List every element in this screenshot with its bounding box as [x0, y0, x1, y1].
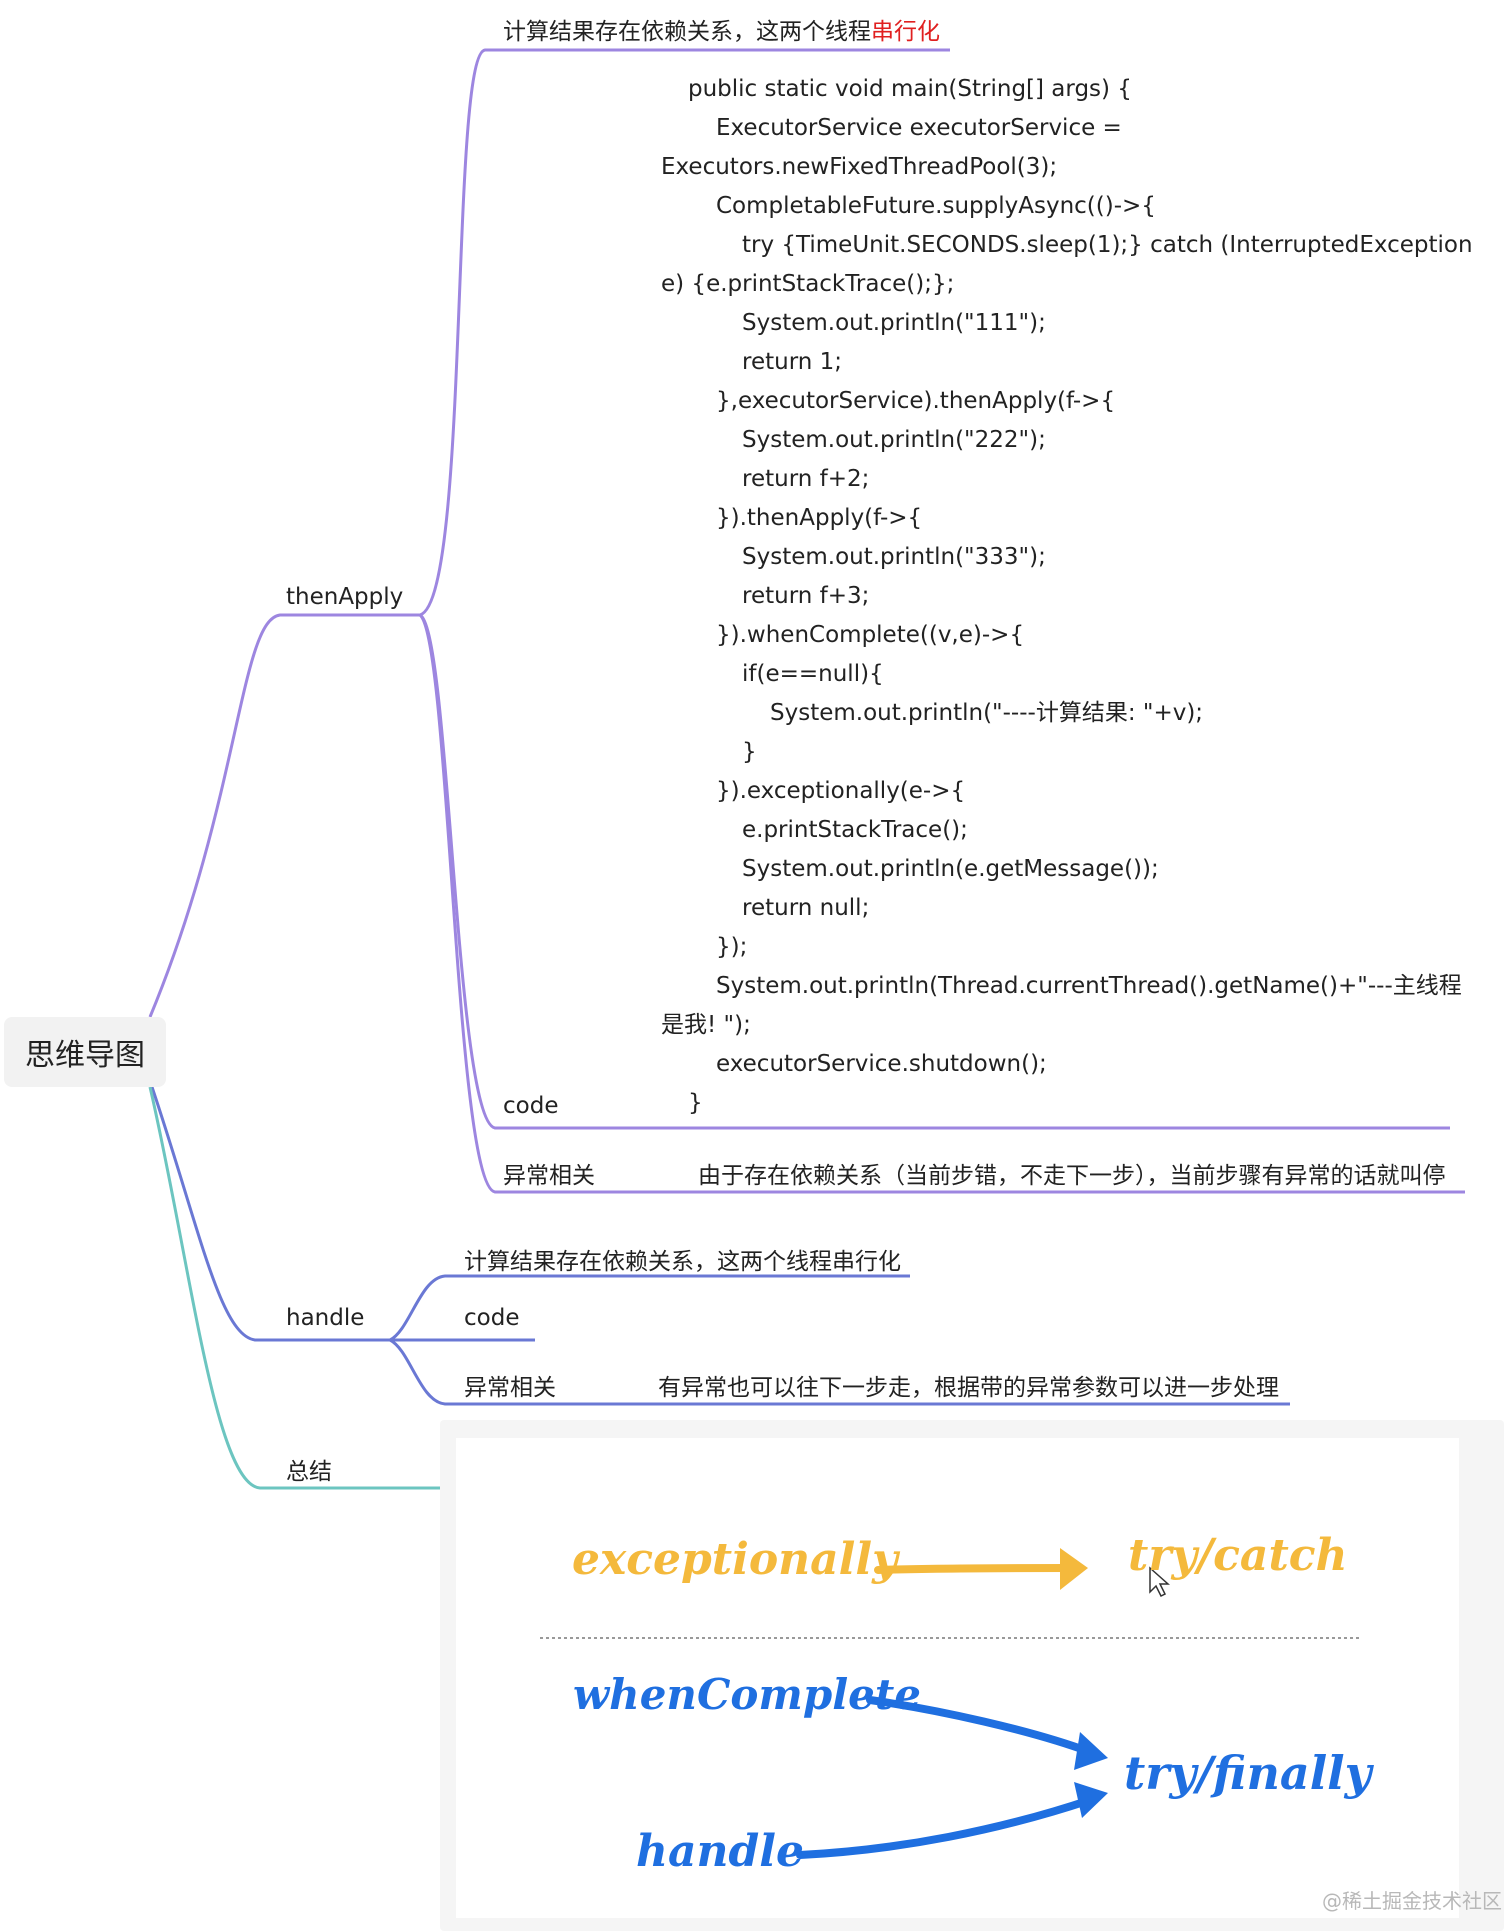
- edge-handle-calc: [389, 1274, 910, 1342]
- code-line: 是我! ");: [661, 1012, 751, 1038]
- edge-thenapply-exception: [418, 613, 1465, 1194]
- thenapply-calc-highlight: 串行化: [871, 19, 940, 45]
- code-line: }).whenComplete((v,e)->{: [716, 622, 1025, 648]
- code-line: }).exceptionally(e->{: [716, 778, 966, 804]
- node-thenapply-exception[interactable]: 异常相关: [503, 1163, 595, 1189]
- code-line: Executors.newFixedThreadPool(3);: [661, 154, 1058, 180]
- code-line: try {TimeUnit.SECONDS.sleep(1);} catch (…: [742, 232, 1473, 258]
- blue-arrow-whencomplete: [866, 1696, 1094, 1756]
- edge-handle-exception: [389, 1338, 1290, 1406]
- label-handle: handle: [636, 1826, 804, 1877]
- thenapply-exception-text: 由于存在依赖关系（当前步错，不走下一步），当前步骤有异常的话就叫停: [698, 1163, 1446, 1189]
- edge-root-handle: [150, 1086, 390, 1342]
- cursor-icon: [1149, 1566, 1170, 1598]
- code-line: },executorService).thenApply(f->{: [716, 388, 1116, 414]
- handle-calc-text[interactable]: 计算结果存在依赖关系，这两个线程串行化: [464, 1249, 901, 1275]
- root-node[interactable]: 思维导图: [4, 1017, 166, 1087]
- code-line: }: [688, 1090, 703, 1116]
- orange-arrow: [874, 1564, 1074, 1574]
- code-line: e) {e.printStackTrace();};: [661, 271, 955, 297]
- label-try-finally: try/finally: [1124, 1746, 1372, 1800]
- code-line: return f+2;: [742, 466, 870, 492]
- code-line: return 1;: [742, 349, 843, 375]
- thenapply-calc-prefix: 计算结果存在依赖关系，这两个线程: [503, 19, 871, 45]
- code-line: if(e==null){: [742, 661, 884, 687]
- code-line: }).thenApply(f->{: [716, 505, 923, 531]
- code-line: }: [742, 739, 757, 765]
- code-line: e.printStackTrace();: [742, 817, 968, 843]
- code-line: CompletableFuture.supplyAsync(()->{: [716, 193, 1156, 219]
- code-line: System.out.println("333");: [742, 544, 1046, 570]
- blue-arrowhead-1: [1074, 1732, 1108, 1770]
- code-line: public static void main(String[] args) {: [688, 76, 1132, 102]
- node-thenapply[interactable]: thenApply: [286, 584, 404, 610]
- thenapply-calc-text[interactable]: 计算结果存在依赖关系，这两个线程串行化: [503, 12, 940, 46]
- root-label: 思维导图: [25, 1038, 145, 1073]
- watermark: @稀土掘金技术社区: [1322, 1889, 1502, 1913]
- blue-arrowhead-2: [1074, 1782, 1108, 1818]
- node-thenapply-code[interactable]: code: [503, 1093, 559, 1119]
- label-whencomplete: whenComplete: [573, 1670, 921, 1719]
- code-line: System.out.println(Thread.currentThread(…: [716, 973, 1462, 999]
- node-handle[interactable]: handle: [286, 1305, 365, 1331]
- node-summary[interactable]: 总结: [286, 1459, 332, 1485]
- code-line: executorService.shutdown();: [716, 1051, 1047, 1077]
- orange-arrowhead: [1060, 1548, 1088, 1590]
- code-line: System.out.println("----计算结果: "+v);: [770, 700, 1204, 726]
- code-line: return f+3;: [742, 583, 870, 609]
- code-line: });: [716, 934, 748, 960]
- code-line: System.out.println("111");: [742, 310, 1046, 336]
- node-handle-exception[interactable]: 异常相关: [464, 1375, 556, 1401]
- code-line: System.out.println("222");: [742, 427, 1046, 453]
- code-line: ExecutorService executorService =: [716, 115, 1122, 141]
- handle-exception-text: 有异常也可以往下一步走，根据带的异常参数可以进一步处理: [658, 1375, 1279, 1401]
- code-line: System.out.println(e.getMessage());: [742, 856, 1159, 882]
- edge-root-thenapply: [148, 613, 420, 1018]
- label-exceptionally: exceptionally: [572, 1534, 898, 1585]
- code-line: return null;: [742, 895, 870, 921]
- label-try-catch: try/catch: [1128, 1530, 1348, 1581]
- edge-thenapply-calc: [419, 48, 950, 617]
- node-handle-code[interactable]: code: [464, 1305, 520, 1331]
- blue-arrow-handle: [796, 1796, 1094, 1859]
- edge-root-summary: [148, 1086, 440, 1490]
